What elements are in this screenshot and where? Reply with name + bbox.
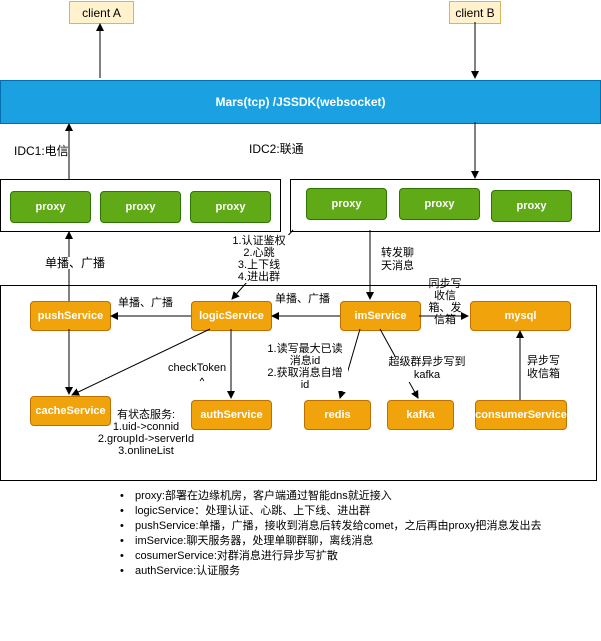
proxy-label: proxy [215, 201, 246, 213]
redis-ops-line-1: 1.读写最大已读 [267, 343, 343, 355]
proxy-label: proxy [331, 198, 362, 210]
kafka-label: kafka [406, 409, 435, 421]
logic-service-label: logicService [199, 310, 264, 322]
redis-label: redis [324, 409, 351, 421]
stateful-line-1: 有状态服务: [116, 409, 176, 421]
proxy-label: proxy [125, 201, 156, 213]
push-service-box: pushService [30, 301, 111, 331]
proxy-label: proxy [35, 201, 66, 213]
kafka-ops-line-1: 超级群异步写到 [388, 356, 466, 368]
async-write-line-1: 异步写 [527, 355, 560, 367]
auth-step-3: 3.上下线 [237, 259, 281, 271]
async-write-line-2: 收信箱 [527, 368, 560, 380]
note-item: cosumerService:对群消息进行异步写扩散 [118, 549, 541, 564]
redis-box: redis [304, 400, 371, 430]
idc2-label: IDC2:联通 [249, 142, 304, 156]
stateful-line-2: 1.uid->connid [112, 421, 180, 433]
label-forward-chat: 转发聊 天消息 [381, 247, 414, 273]
consumer-service-label: consumerService [475, 409, 567, 421]
auth-service-box: authService [191, 400, 272, 430]
note-item: logicService：处理认证、心跳、上下线、进出群 [118, 504, 541, 519]
caret-mark [199, 377, 205, 382]
arrow-logic-cache [71, 328, 211, 396]
sync-write-line-3: 箱、发 [428, 302, 462, 314]
auth-step-4: 4.进出群 [237, 271, 281, 283]
cache-service-label: cacheService [35, 405, 106, 417]
forward-chat-line-2: 天消息 [381, 260, 414, 272]
gateway-bar: Mars(tcp) /JSSDK(websocket) [0, 80, 601, 124]
proxy-box: proxy [399, 188, 480, 220]
label-stateful: 有状态服务: 1.uid->connid 2.groupId->serverId… [86, 409, 206, 457]
proxy-box: proxy [491, 190, 572, 222]
kafka-box: kafka [387, 400, 454, 430]
proxy-box: proxy [190, 191, 271, 223]
auth-step-2: 2.心跳 [243, 247, 275, 259]
proxy-box: proxy [100, 191, 181, 223]
im-service-label: imService [354, 310, 407, 322]
sync-write-line-4: 信箱 [434, 314, 456, 326]
proxy-label: proxy [516, 200, 547, 212]
notes-list: proxy:部署在边缘机房，客户端通过智能dns就近接入 logicServic… [118, 489, 541, 579]
redis-ops-line-2: 消息id [289, 355, 321, 367]
label-sync-write: 同步写 收信 箱、发 信箱 [423, 278, 467, 326]
client-b: client B [449, 1, 501, 24]
proxy-box: proxy [306, 188, 387, 220]
mysql-box: mysql [470, 301, 571, 331]
label-auth-steps: 1.认证鉴权 2.心跳 3.上下线 4.进出群 [226, 235, 292, 283]
client-a-label: client A [82, 5, 121, 20]
label-redis-ops: 1.读写最大已读 消息id 2.获取消息自增 id [262, 343, 348, 391]
consumer-service-box: consumerService [475, 400, 567, 430]
proxy-box: proxy [10, 191, 91, 223]
label-async-write: 异步写 收信箱 [527, 355, 560, 381]
stateful-line-4: 3.onlineList [118, 445, 174, 457]
redis-ops-line-4: id [300, 379, 310, 391]
note-item: pushService:单播，广播，接收到消息后转发给comet，之后再由pro… [118, 519, 541, 534]
client-b-label: client B [455, 5, 495, 20]
forward-chat-line-1: 转发聊 [381, 247, 414, 259]
label-unicast-broadcast-logic: 单播、广播 [275, 293, 330, 305]
note-item: imService:聊天服务器，处理单聊群聊，离线消息 [118, 534, 541, 549]
gateway-label: Mars(tcp) /JSSDK(websocket) [215, 95, 386, 109]
note-item: proxy:部署在边缘机房，客户端通过智能dns就近接入 [118, 489, 541, 504]
note-item: authService:认证服务 [118, 564, 541, 579]
logic-service-box: logicService [191, 301, 272, 331]
label-kafka-ops: 超级群异步写到 kafka [382, 356, 472, 382]
label-unicast-broadcast-push: 单播、广播 [118, 297, 173, 309]
auth-step-1: 1.认证鉴权 [232, 235, 286, 247]
stateful-line-3: 2.groupId->serverId [97, 433, 195, 445]
label-unicast-broadcast-left: 单播、广播 [45, 256, 106, 270]
sync-write-line-2: 收信 [434, 290, 456, 302]
auth-service-label: authService [200, 409, 263, 421]
mysql-label: mysql [504, 310, 537, 322]
sync-write-line-1: 同步写 [428, 278, 462, 290]
redis-ops-line-3: 2.获取消息自增 [267, 367, 343, 379]
cache-service-box: cacheService [30, 396, 111, 426]
label-check-token: checkToken [168, 362, 227, 374]
proxy-label: proxy [424, 198, 455, 210]
push-service-label: pushService [37, 310, 104, 322]
idc1-label: IDC1:电信 [14, 144, 69, 158]
kafka-ops-line-2: kafka [413, 369, 441, 381]
